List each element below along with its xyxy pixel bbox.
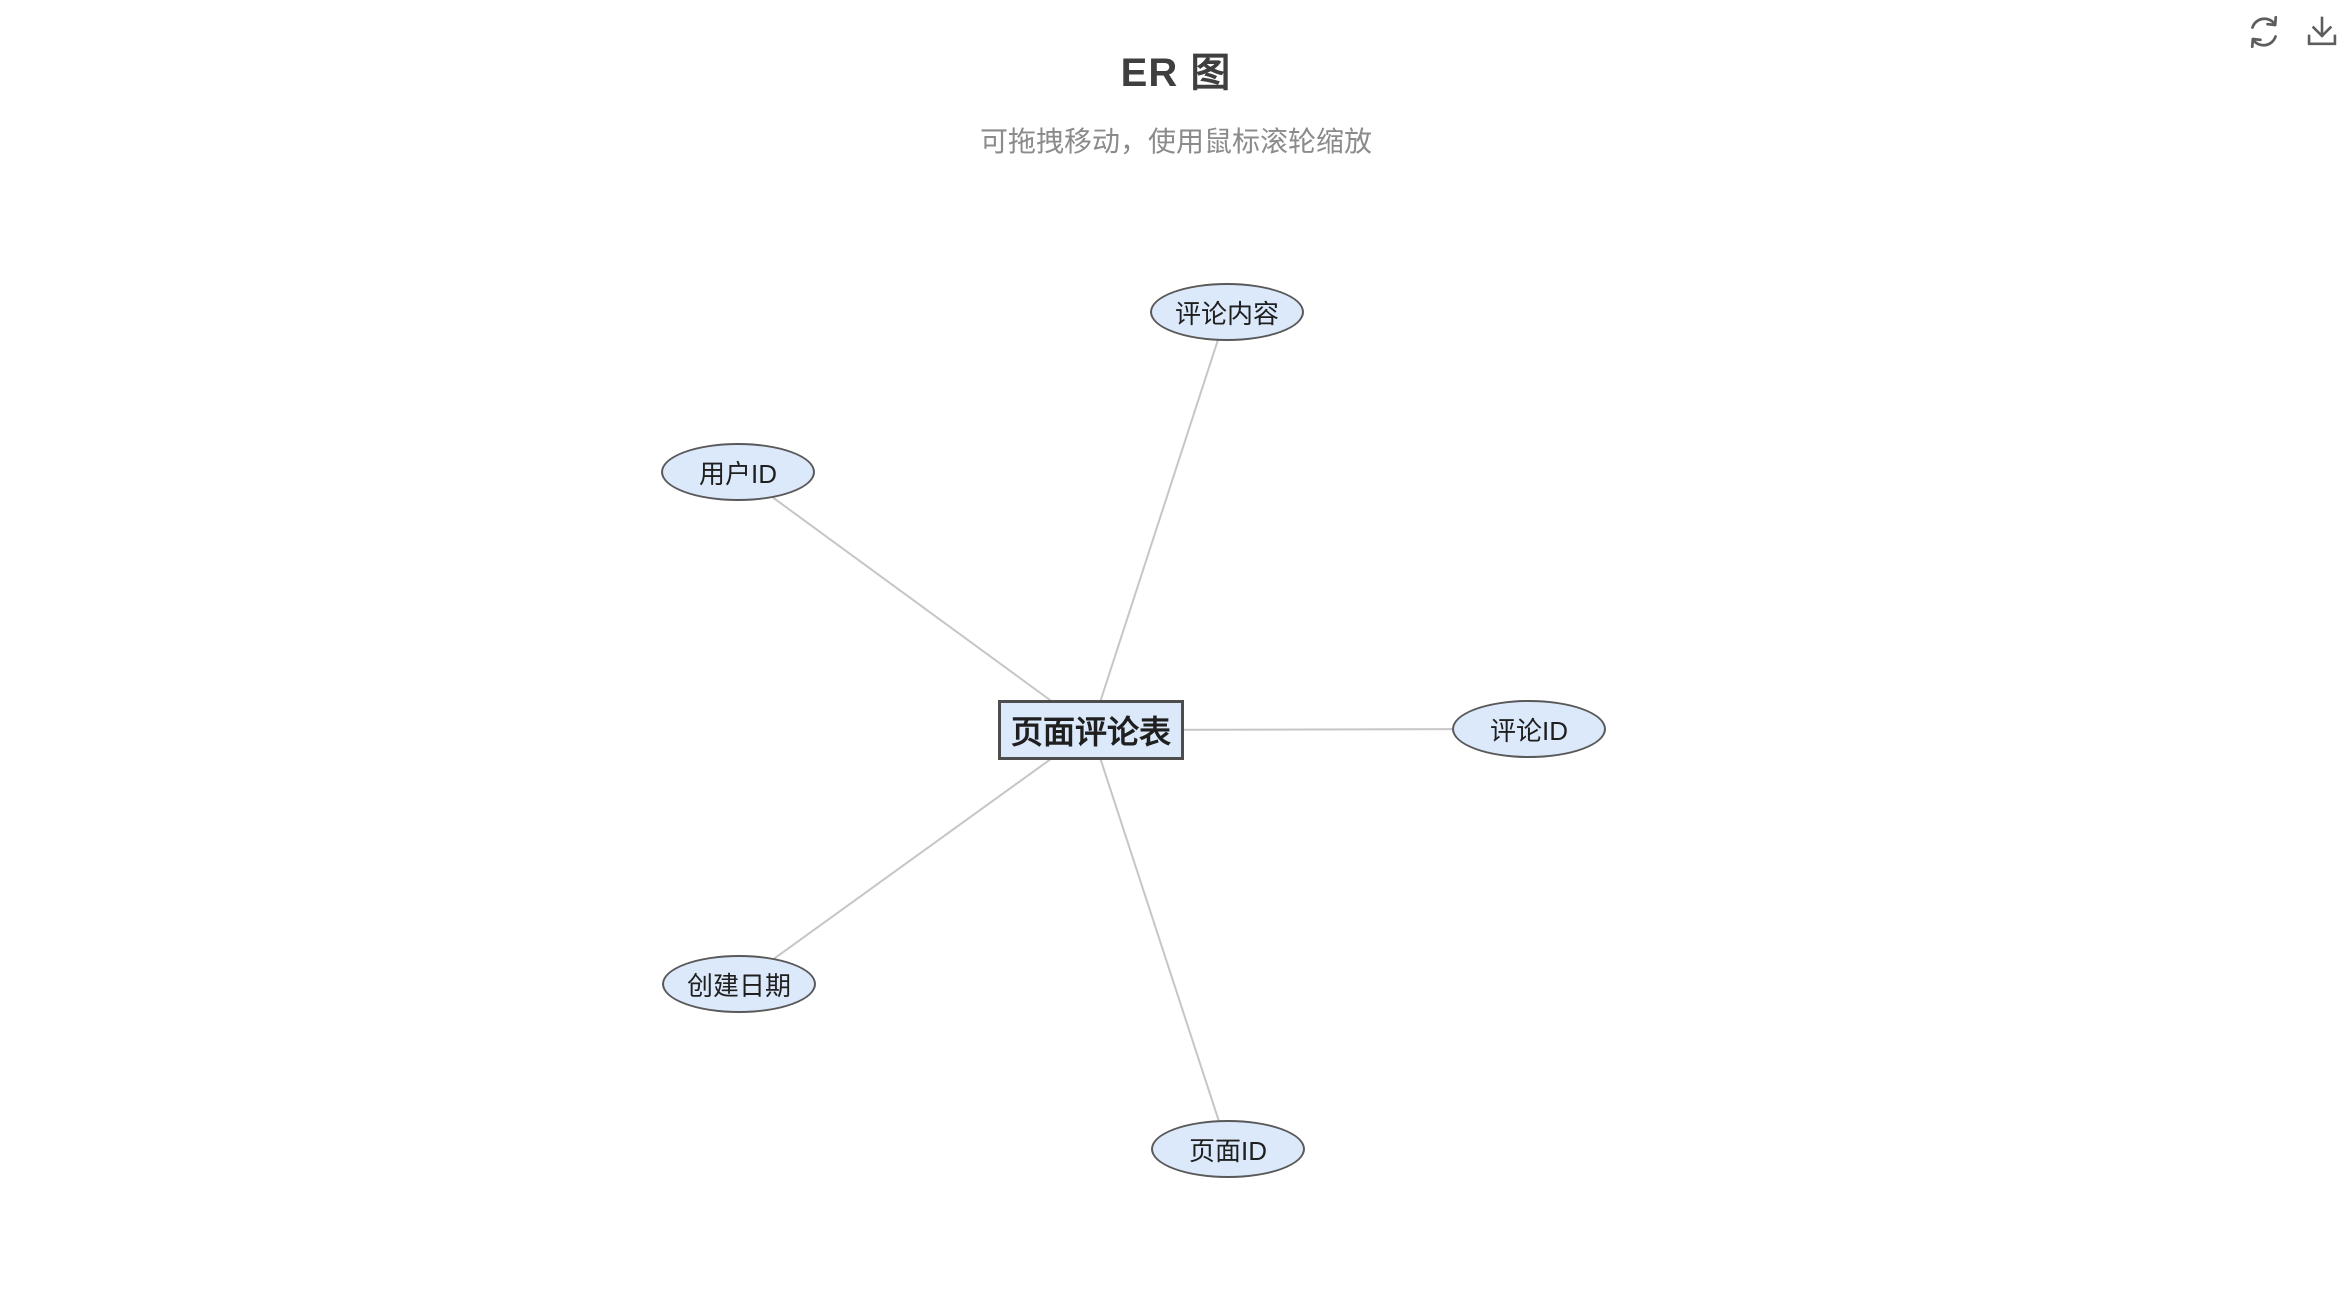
attribute-label: 创建日期 [686,970,791,1001]
attribute-node-create-date[interactable]: 创建日期 [662,955,816,1013]
entity-label: 页面评论表 [1010,714,1171,750]
download-button[interactable] [2302,12,2342,52]
attribute-node-comment-content[interactable]: 评论内容 [1150,283,1304,341]
edge-user-id [737,471,1092,731]
refresh-icon[interactable] [2245,13,2283,51]
attribute-node-comment-id[interactable]: 评论ID [1452,700,1606,758]
edge-page-id [1090,729,1229,1150]
toolbar [2244,12,2342,52]
attribute-label: 评论ID [1489,715,1568,746]
download-icon[interactable] [2304,14,2340,50]
refresh-button[interactable] [2244,12,2284,52]
attribute-node-user-id[interactable]: 用户ID [661,443,815,501]
entity-node-page-comment-table[interactable]: 页面评论表 [998,700,1184,760]
attribute-label: 用户ID [698,458,777,489]
attribute-label: 页面ID [1188,1135,1267,1166]
attribute-node-page-id[interactable]: 页面ID [1151,1120,1305,1178]
edge-comment-content [1090,311,1228,731]
edge-create-date [738,729,1092,985]
attribute-label: 评论内容 [1174,298,1279,329]
